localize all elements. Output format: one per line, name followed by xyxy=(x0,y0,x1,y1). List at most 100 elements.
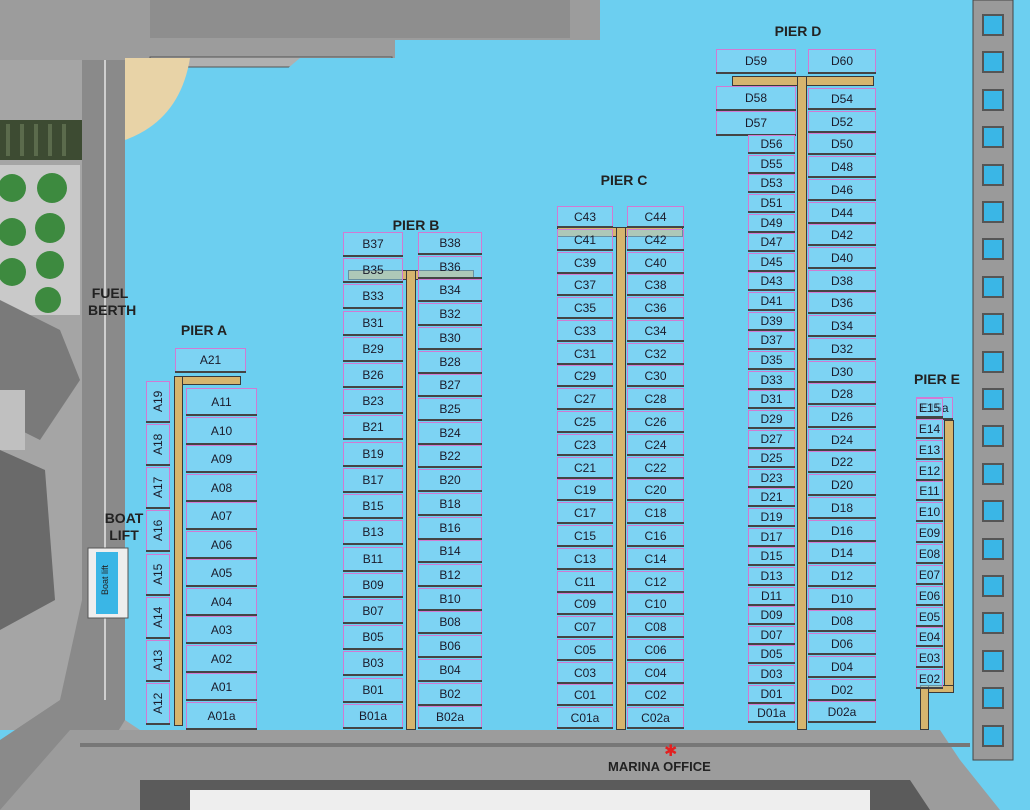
slip-d22[interactable]: D22 xyxy=(808,451,876,472)
slip-d45[interactable]: D45 xyxy=(748,253,795,271)
slip-d30[interactable]: D30 xyxy=(808,361,876,382)
slip-c11[interactable]: C11 xyxy=(557,571,613,592)
slip-d03[interactable]: D03 xyxy=(748,665,795,683)
slip-b17[interactable]: B17 xyxy=(343,468,403,492)
slip-a18[interactable]: A18 xyxy=(146,424,170,465)
slip-d28[interactable]: D28 xyxy=(808,383,876,404)
slip-b16[interactable]: B16 xyxy=(418,517,482,539)
slip-c15[interactable]: C15 xyxy=(557,525,613,546)
slip-d20[interactable]: D20 xyxy=(808,474,876,495)
slip-c06[interactable]: C06 xyxy=(627,639,684,660)
slip-d33[interactable]: D33 xyxy=(748,371,795,389)
slip-c31[interactable]: C31 xyxy=(557,343,613,364)
slip-a03[interactable]: A03 xyxy=(186,616,257,643)
slip-d16[interactable]: D16 xyxy=(808,520,876,541)
slip-d44[interactable]: D44 xyxy=(808,202,876,223)
slip-b36[interactable]: B36 xyxy=(418,256,482,278)
slip-d27[interactable]: D27 xyxy=(748,430,795,448)
slip-a04[interactable]: A04 xyxy=(186,588,257,615)
slip-c29[interactable]: C29 xyxy=(557,365,613,386)
slip-b20[interactable]: B20 xyxy=(418,469,482,491)
slip-c26[interactable]: C26 xyxy=(627,411,684,432)
slip-d37[interactable]: D37 xyxy=(748,331,795,349)
slip-d09[interactable]: D09 xyxy=(748,606,795,624)
slip-c32[interactable]: C32 xyxy=(627,343,684,364)
slip-c38[interactable]: C38 xyxy=(627,274,684,295)
slip-d51[interactable]: D51 xyxy=(748,194,795,212)
slip-d34[interactable]: D34 xyxy=(808,315,876,336)
slip-d23[interactable]: D23 xyxy=(748,469,795,487)
slip-b01[interactable]: B01 xyxy=(343,678,403,702)
slip-c02a[interactable]: C02a xyxy=(627,707,684,728)
slip-b35[interactable]: B35 xyxy=(343,258,403,282)
slip-d02[interactable]: D02 xyxy=(808,679,876,700)
slip-d14[interactable]: D14 xyxy=(808,542,876,563)
slip-b18[interactable]: B18 xyxy=(418,493,482,515)
slip-d21[interactable]: D21 xyxy=(748,488,795,506)
slip-c02[interactable]: C02 xyxy=(627,684,684,705)
slip-a02[interactable]: A02 xyxy=(186,645,257,672)
slip-c37[interactable]: C37 xyxy=(557,274,613,295)
slip-c18[interactable]: C18 xyxy=(627,502,684,523)
slip-c41[interactable]: C41 xyxy=(557,229,613,250)
slip-d60[interactable]: D60 xyxy=(808,49,876,73)
slip-d56[interactable]: D56 xyxy=(748,135,795,153)
slip-c21[interactable]: C21 xyxy=(557,457,613,478)
slip-c01a[interactable]: C01a xyxy=(557,707,613,728)
slip-e10[interactable]: E10 xyxy=(916,502,943,521)
slip-d49[interactable]: D49 xyxy=(748,214,795,232)
slip-c09[interactable]: C09 xyxy=(557,593,613,614)
slip-d17[interactable]: D17 xyxy=(748,528,795,546)
slip-a15[interactable]: A15 xyxy=(146,554,170,595)
slip-b01a[interactable]: B01a xyxy=(343,704,403,728)
slip-b08[interactable]: B08 xyxy=(418,611,482,633)
slip-e15[interactable]: E15 xyxy=(916,398,943,417)
slip-d18[interactable]: D18 xyxy=(808,497,876,518)
slip-b33[interactable]: B33 xyxy=(343,284,403,308)
slip-c13[interactable]: C13 xyxy=(557,548,613,569)
slip-e12[interactable]: E12 xyxy=(916,461,943,480)
slip-c44[interactable]: C44 xyxy=(627,206,684,227)
slip-e06[interactable]: E06 xyxy=(916,586,943,605)
slip-c30[interactable]: C30 xyxy=(627,365,684,386)
slip-b29[interactable]: B29 xyxy=(343,337,403,361)
slip-b03[interactable]: B03 xyxy=(343,651,403,675)
slip-d10[interactable]: D10 xyxy=(808,588,876,609)
slip-d31[interactable]: D31 xyxy=(748,390,795,408)
slip-c23[interactable]: C23 xyxy=(557,434,613,455)
slip-c42[interactable]: C42 xyxy=(627,229,684,250)
slip-a16[interactable]: A16 xyxy=(146,510,170,551)
slip-c20[interactable]: C20 xyxy=(627,479,684,500)
slip-c07[interactable]: C07 xyxy=(557,616,613,637)
slip-c08[interactable]: C08 xyxy=(627,616,684,637)
slip-a21[interactable]: A21 xyxy=(175,348,246,372)
slip-c27[interactable]: C27 xyxy=(557,388,613,409)
slip-a13[interactable]: A13 xyxy=(146,640,170,681)
slip-c40[interactable]: C40 xyxy=(627,252,684,273)
slip-c33[interactable]: C33 xyxy=(557,320,613,341)
slip-e09[interactable]: E09 xyxy=(916,523,943,542)
slip-c14[interactable]: C14 xyxy=(627,548,684,569)
slip-d15[interactable]: D15 xyxy=(748,547,795,565)
slip-b38[interactable]: B38 xyxy=(418,232,482,254)
slip-e14[interactable]: E14 xyxy=(916,419,943,438)
slip-c35[interactable]: C35 xyxy=(557,297,613,318)
slip-d26[interactable]: D26 xyxy=(808,406,876,427)
slip-d13[interactable]: D13 xyxy=(748,567,795,585)
slip-b27[interactable]: B27 xyxy=(418,374,482,396)
slip-d40[interactable]: D40 xyxy=(808,247,876,268)
slip-c43[interactable]: C43 xyxy=(557,206,613,227)
slip-a01a[interactable]: A01a xyxy=(186,702,257,729)
slip-b02a[interactable]: B02a xyxy=(418,706,482,728)
slip-a07[interactable]: A07 xyxy=(186,502,257,529)
slip-b02[interactable]: B02 xyxy=(418,683,482,705)
slip-d19[interactable]: D19 xyxy=(748,508,795,526)
slip-d25[interactable]: D25 xyxy=(748,449,795,467)
slip-d52[interactable]: D52 xyxy=(808,111,876,132)
slip-d53[interactable]: D53 xyxy=(748,174,795,192)
slip-d48[interactable]: D48 xyxy=(808,156,876,177)
slip-b32[interactable]: B32 xyxy=(418,303,482,325)
slip-b25[interactable]: B25 xyxy=(418,398,482,420)
slip-c01[interactable]: C01 xyxy=(557,684,613,705)
slip-b04[interactable]: B04 xyxy=(418,659,482,681)
